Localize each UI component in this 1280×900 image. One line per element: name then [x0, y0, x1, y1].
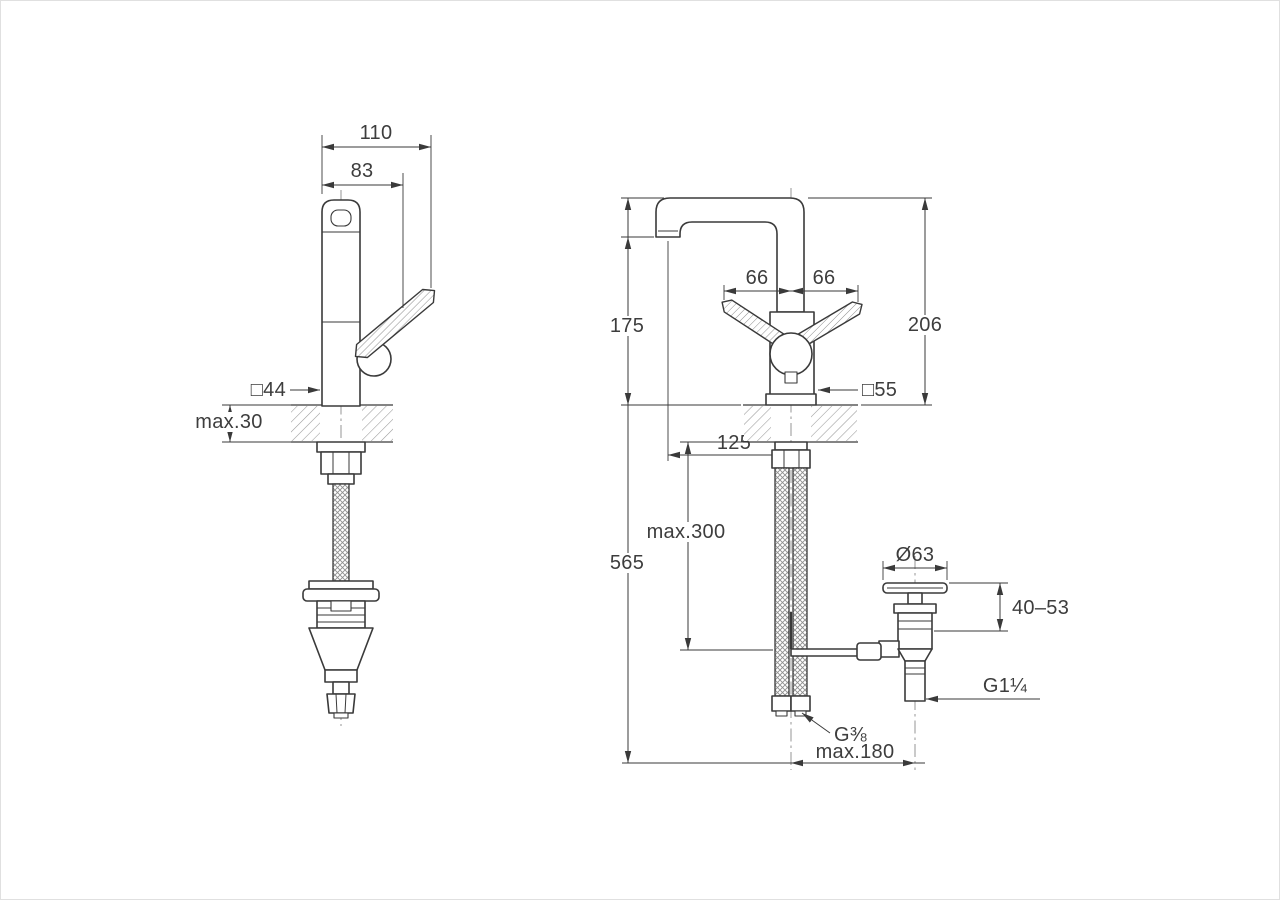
front-view-counter-section [743, 404, 858, 443]
front-view: 565 175 125 66 [604, 188, 1069, 770]
dim-label-206: 206 [908, 314, 942, 336]
label-thread-g3-8: G⅜ [801, 712, 867, 746]
front-view-popup-linkage [789, 612, 882, 661]
dim-height-206: 206 [808, 197, 948, 406]
dim-label-565: 565 [610, 552, 644, 574]
label-base-square-55: □55 [818, 379, 897, 401]
label-thread-g1-14: G1¼ [926, 675, 1040, 703]
dim-label-66-right: 66 [813, 267, 836, 289]
dim-spout-height-175: 175 [605, 236, 741, 406]
dim-length-565: 565 [604, 197, 664, 763]
dim-handles-66-66: 66 66 [723, 267, 859, 302]
dim-label-83: 83 [351, 160, 374, 182]
dim-label-max180: max.180 [816, 741, 895, 763]
dim-label-g114: G1¼ [983, 675, 1027, 697]
front-body-ring [769, 332, 813, 376]
supply-hose-right [792, 467, 808, 697]
dim-label-max30: max.30 [195, 411, 262, 433]
dim-waste-range-40-53: 40–53 [934, 582, 1069, 632]
dim-label-55: □55 [862, 379, 897, 401]
dim-label-125: 125 [717, 432, 751, 454]
dim-offset-max180: max.180 [622, 741, 925, 767]
front-view-waste-valve [878, 582, 948, 702]
dim-body-83: 83 [322, 160, 404, 308]
side-view-faucet-body [321, 199, 436, 407]
side-handle-lever [354, 288, 436, 359]
side-view-popup-waste [302, 580, 380, 719]
side-view-counter-section [291, 404, 393, 443]
dim-label-110: 110 [360, 122, 393, 144]
label-base-square-44: □44 [251, 379, 320, 401]
front-view-supply-hoses [771, 441, 811, 717]
front-view-faucet [655, 197, 863, 406]
dim-reach-125: 125 [667, 241, 791, 461]
side-view: 110 83 □44 max.30 [195, 122, 436, 726]
dim-label-175: 175 [610, 315, 644, 337]
dim-label-g38: G⅜ [834, 724, 867, 746]
dim-label-max300: max.300 [647, 521, 726, 543]
side-view-mounting-hardware [316, 441, 366, 582]
dim-label-44: □44 [251, 379, 286, 401]
dim-label-66-left: 66 [746, 267, 769, 289]
dim-label-40-53: 40–53 [1012, 597, 1069, 619]
dim-waste-dia-63: Ø63 [882, 544, 948, 580]
dim-deck-max30: max.30 [195, 404, 291, 443]
dim-label-dia63: Ø63 [896, 544, 935, 566]
side-popup-rod [332, 483, 350, 582]
supply-hose-left [774, 467, 790, 697]
dim-underdeck-max300: max.300 [644, 441, 773, 651]
front-spout [655, 197, 805, 313]
